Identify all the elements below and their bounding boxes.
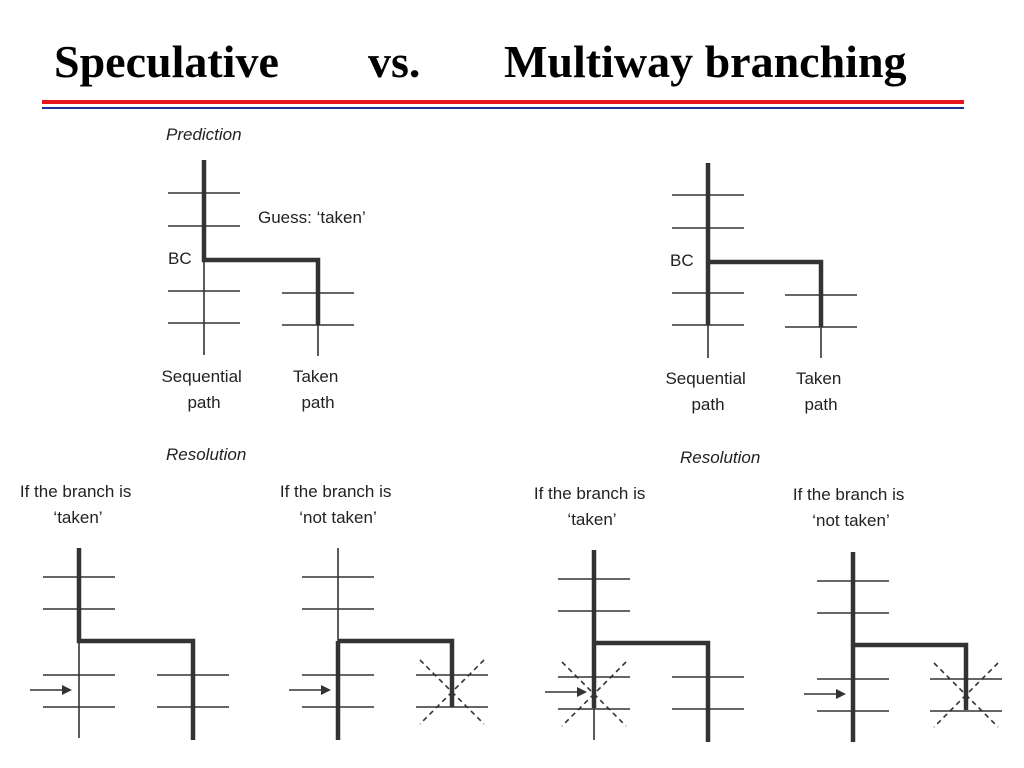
bc-label: BC (168, 249, 192, 268)
resolution-label-multiway: Resolution (680, 448, 760, 467)
arrow-right-icon (836, 689, 846, 699)
sequential-path-label: Sequential path (161, 367, 246, 412)
resolution-label-speculative: Resolution (166, 445, 246, 464)
resolution-caption: If the branch is ‘not taken’ (280, 482, 396, 527)
taken-path-label: Taken path (796, 369, 846, 414)
slide-title: Speculative vs. Multiway branching (0, 30, 1024, 94)
resolution-caption: If the branch is ‘taken’ (20, 482, 136, 527)
speculative-resolution-taken: If the branch is ‘taken’ (20, 482, 229, 740)
predicted-path (201, 160, 321, 325)
speculative-prediction-diagram: Prediction Guess: ‘taken’ BC Sequential … (161, 125, 365, 412)
title-vs: vs. (368, 36, 421, 87)
arrow-right-icon (62, 685, 72, 695)
multiway-paths-diagram: BC Sequential path Taken path (665, 163, 857, 414)
resolution-caption: If the branch is ‘not taken’ (793, 485, 909, 530)
bc-label: BC (670, 251, 694, 270)
abandoned-taken-path (853, 642, 969, 710)
cancel-cross-icon (561, 661, 627, 727)
title-speculative: Speculative (54, 36, 279, 87)
taken-path-thick (594, 640, 711, 742)
cancel-cross-icon (933, 662, 999, 728)
taken-path-thick (76, 548, 196, 740)
multiway-resolution-not-taken: If the branch is ‘not taken’ (793, 485, 1002, 742)
arrow-right-icon (321, 685, 331, 695)
title-rule-red (42, 100, 964, 104)
title-rule-blue (42, 107, 964, 109)
cancel-cross-icon (419, 659, 485, 725)
prediction-label: Prediction (166, 125, 242, 144)
title-multiway-branching: Multiway branching (504, 36, 907, 87)
abandoned-taken-path (338, 638, 455, 707)
taken-path-thick (708, 259, 824, 327)
resolution-caption: If the branch is ‘taken’ (534, 484, 650, 529)
taken-path-label: Taken path (293, 367, 343, 412)
multiway-resolution-taken: If the branch is ‘taken’ (534, 484, 744, 742)
arrow-right-icon (577, 687, 587, 697)
sequential-path-label: Sequential path (665, 369, 750, 414)
guess-label: Guess: ‘taken’ (258, 208, 366, 227)
speculative-resolution-not-taken: If the branch is ‘not taken’ (280, 482, 488, 740)
